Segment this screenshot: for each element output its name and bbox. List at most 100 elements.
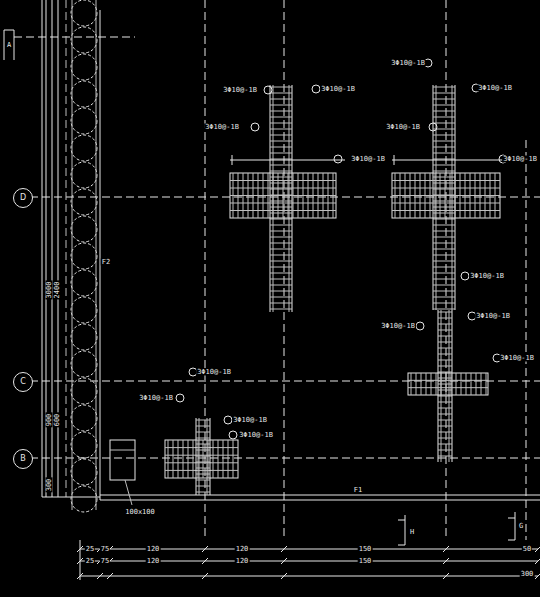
dimension: 150 [358, 558, 373, 565]
outline [100, 500, 540, 501]
outline [100, 495, 540, 496]
outline [270, 255, 292, 256]
outline [270, 111, 292, 112]
pile-outline [71, 81, 97, 107]
outline [270, 249, 292, 250]
outline [270, 267, 292, 268]
outline [232, 155, 233, 165]
outline [42, 0, 43, 497]
outline [486, 373, 487, 395]
outline [173, 440, 174, 478]
outline [281, 546, 287, 552]
outline [270, 219, 292, 220]
outline [433, 105, 455, 106]
outline [398, 520, 405, 521]
outline [208, 440, 209, 478]
outline [490, 173, 491, 218]
outline [438, 310, 439, 462]
outline [198, 440, 199, 478]
outline [193, 440, 194, 478]
outline [433, 177, 455, 178]
rebar-callout: 3Φ10@-1B [390, 60, 426, 67]
callout-circle [416, 322, 424, 330]
outline [165, 447, 238, 448]
label: G [518, 523, 524, 530]
outline [270, 85, 271, 312]
outline [415, 173, 416, 218]
outline [421, 373, 422, 395]
outline [481, 373, 482, 395]
outline [438, 390, 452, 391]
callout-circle [312, 85, 320, 93]
outline [196, 468, 210, 469]
outline [273, 85, 274, 312]
outline [420, 173, 421, 218]
outline [258, 173, 259, 218]
grid-bubble: C [13, 372, 33, 392]
outline [392, 210, 500, 211]
outline [270, 141, 292, 142]
grid-line [284, 0, 285, 540]
rebar-callout: 3Φ10@-1B [204, 124, 240, 131]
outline [318, 173, 319, 218]
outline [333, 173, 334, 218]
outline [270, 273, 292, 274]
outline [416, 373, 417, 395]
outline [196, 450, 210, 451]
outline [270, 87, 292, 88]
outline [450, 173, 451, 218]
dimension: 75 [100, 546, 110, 553]
outline [460, 173, 461, 218]
outline [433, 231, 455, 232]
outline [438, 384, 452, 385]
outline [398, 545, 405, 546]
outline [400, 173, 401, 218]
pile-outline [71, 459, 97, 485]
outline [433, 147, 455, 148]
outline [438, 342, 452, 343]
outline [202, 573, 208, 579]
label: 600 [54, 413, 61, 428]
grid-line [14, 37, 135, 38]
outline [196, 462, 210, 463]
outline [270, 261, 292, 262]
outline [248, 173, 249, 218]
label: A [6, 42, 12, 49]
outline [433, 189, 455, 190]
outline [426, 373, 427, 395]
outline [475, 173, 476, 218]
outline [485, 173, 486, 218]
outline [233, 440, 234, 478]
rebar-callout: 3Φ10@-1B [232, 417, 268, 424]
outline [80, 576, 538, 577]
outline [165, 462, 238, 463]
outline [438, 378, 452, 379]
outline [452, 85, 453, 310]
outline [438, 420, 452, 421]
outline [270, 105, 292, 106]
outline [438, 438, 452, 439]
outline [270, 129, 292, 130]
outline [165, 455, 238, 456]
pile-outline [71, 108, 97, 134]
rebar-outline [230, 173, 336, 218]
outline [438, 348, 452, 349]
label: 100x100 [124, 509, 156, 516]
callout-circle [229, 431, 237, 439]
outline [438, 312, 452, 313]
outline [392, 160, 505, 161]
pile-outline [71, 324, 97, 350]
outline [433, 159, 455, 160]
outline [270, 171, 292, 172]
outline [328, 173, 329, 218]
rebar-outline [165, 440, 238, 478]
dimension: 50 [522, 546, 532, 553]
outline [270, 291, 292, 292]
outline [405, 515, 406, 545]
grid-line [205, 0, 206, 540]
outline [443, 558, 449, 564]
rebar-callout: 3Φ10@-1B [475, 313, 511, 320]
outline [433, 279, 455, 280]
pile-outline [71, 297, 97, 323]
outline [268, 173, 269, 218]
